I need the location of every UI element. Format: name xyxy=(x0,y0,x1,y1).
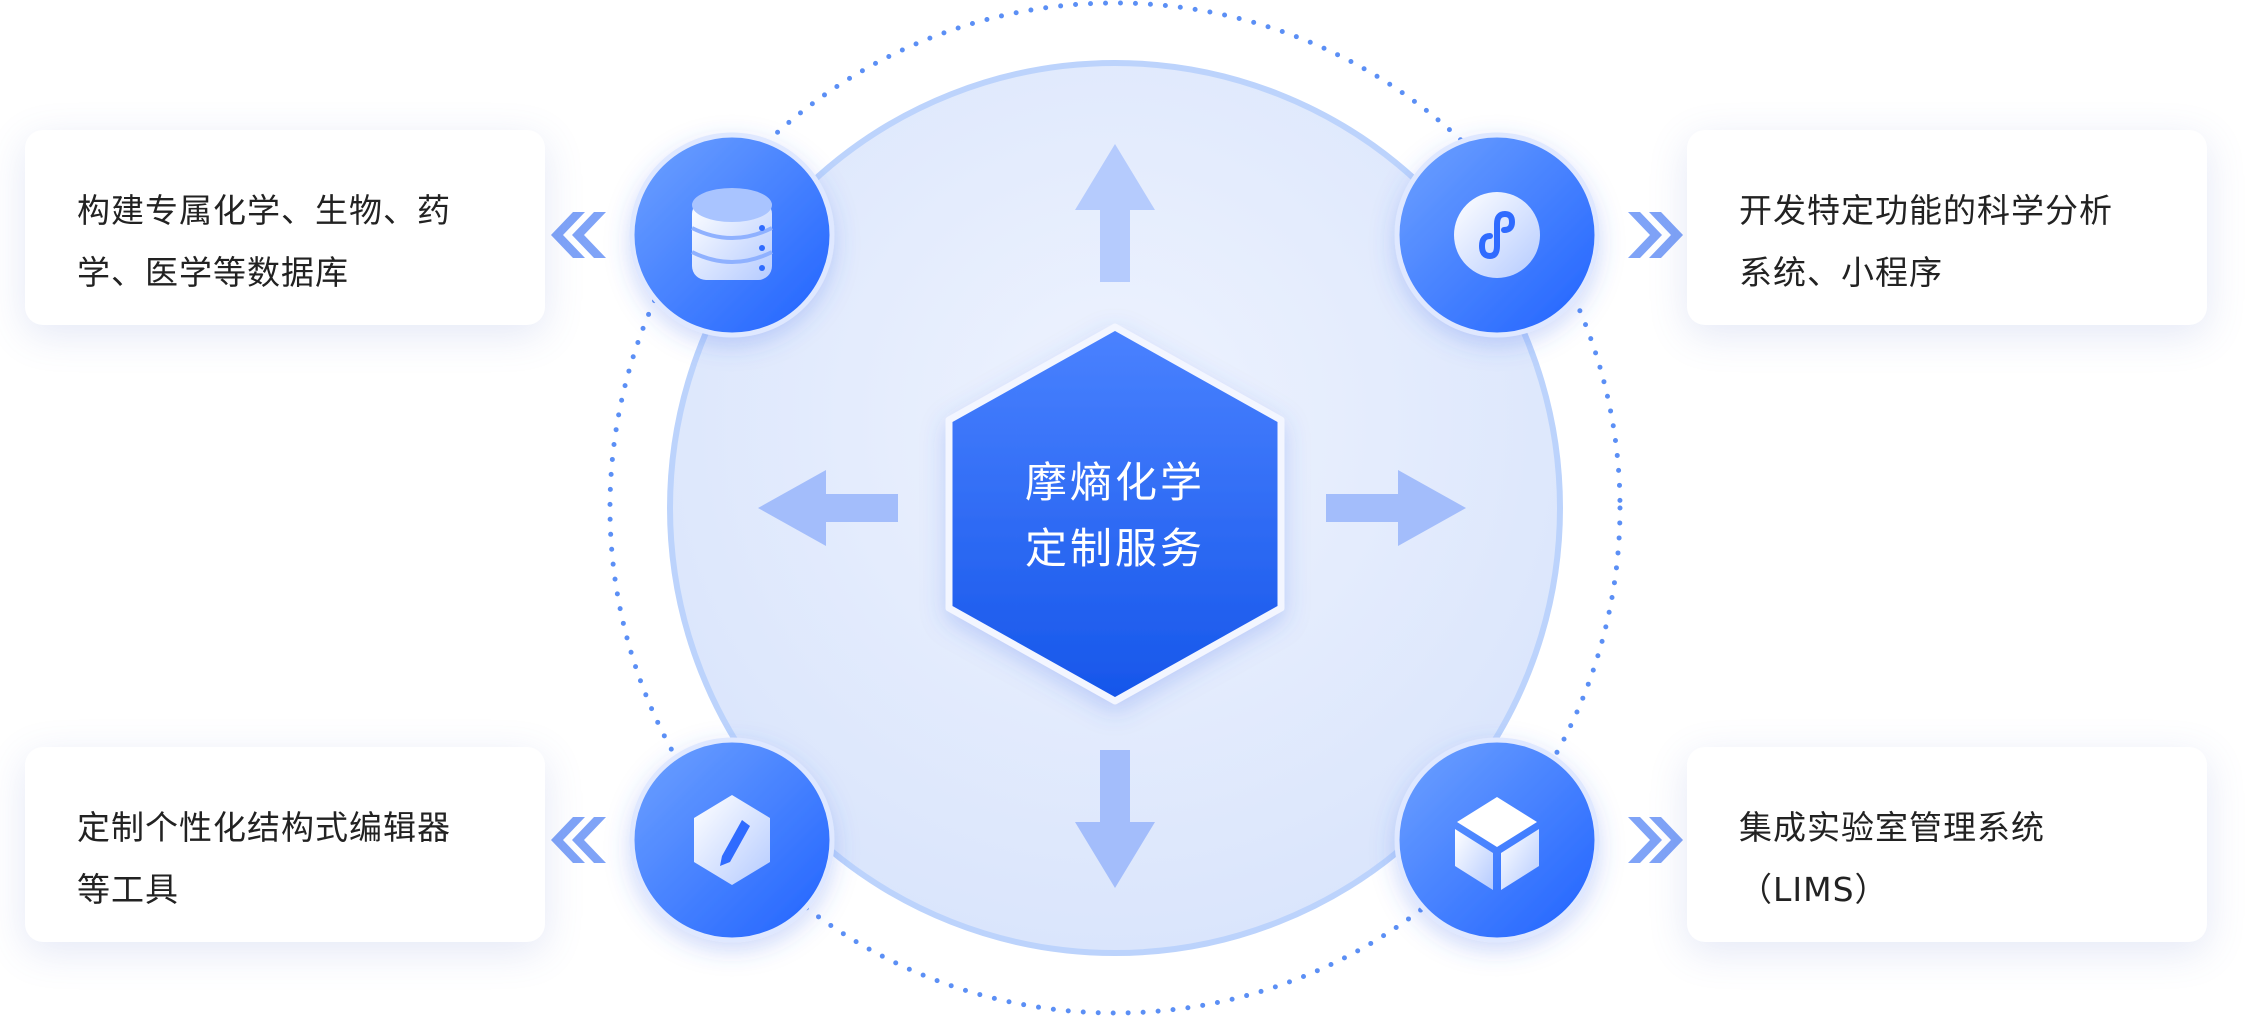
service-card-lims: 集成实验室管理系统 （LIMS） xyxy=(1687,747,2207,942)
node-mini-program xyxy=(1397,135,1597,335)
service-text: 集成实验室管理系统 xyxy=(1739,797,2167,859)
service-card-mini-program: 开发特定功能的科学分析 系统、小程序 xyxy=(1687,130,2207,325)
service-text: 系统、小程序 xyxy=(1739,242,2167,304)
service-text: 开发特定功能的科学分析 xyxy=(1739,180,2167,242)
center-title-line1: 摩熵化学 xyxy=(945,450,1285,516)
service-text: 等工具 xyxy=(77,859,505,921)
service-card-editor: 定制个性化结构式编辑器 等工具 xyxy=(25,747,545,942)
service-text: （LIMS） xyxy=(1739,859,2167,921)
service-text: 构建专属化学、生物、药 xyxy=(77,180,505,242)
service-card-database: 构建专属化学、生物、药 学、医学等数据库 xyxy=(25,130,545,325)
database-icon xyxy=(692,188,772,280)
node-lims xyxy=(1397,740,1597,940)
node-database xyxy=(632,135,832,335)
node-editor xyxy=(632,740,832,940)
center-title: 摩熵化学 定制服务 xyxy=(945,450,1285,582)
chevron-left-icon xyxy=(551,212,606,258)
service-text: 学、医学等数据库 xyxy=(77,242,505,304)
chevron-right-icon xyxy=(1628,817,1683,863)
chevron-left-icon xyxy=(551,817,606,863)
service-text: 定制个性化结构式编辑器 xyxy=(77,797,505,859)
chevron-right-icon xyxy=(1628,212,1683,258)
center-title-line2: 定制服务 xyxy=(945,516,1285,582)
